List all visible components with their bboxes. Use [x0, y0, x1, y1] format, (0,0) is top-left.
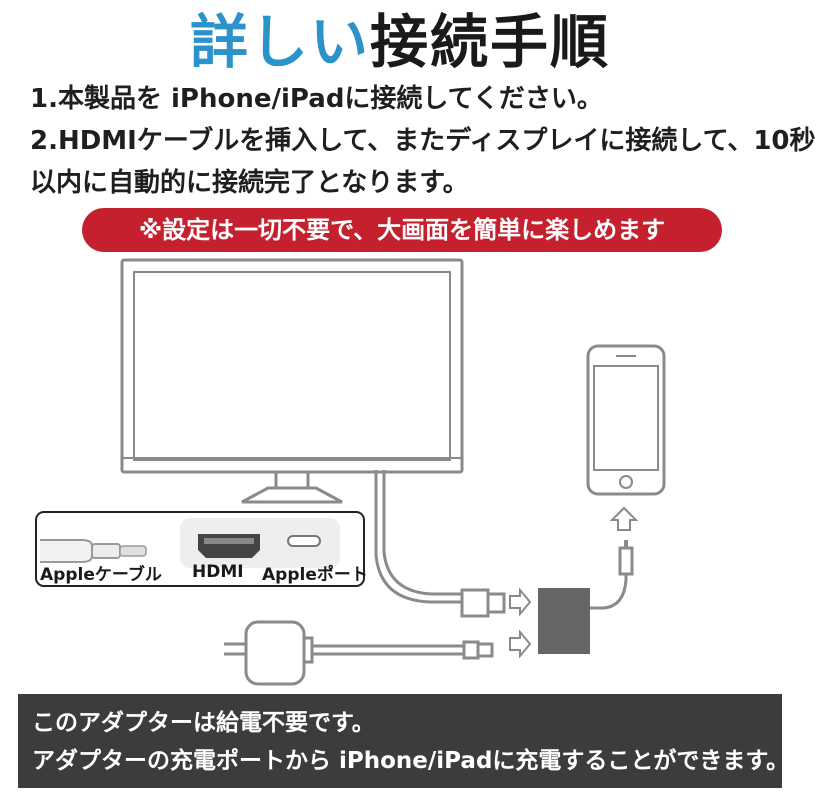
lightning-port-icon — [287, 535, 321, 547]
power-adapter-icon — [224, 620, 314, 686]
adapter-icon — [538, 588, 590, 654]
monitor-icon — [120, 258, 464, 504]
arrow-up-icon — [609, 506, 639, 531]
info-box: このアダプターは給電不要です。 アダプターの充電ポートから iPhone/iPa… — [18, 694, 790, 788]
charging-cable — [312, 640, 494, 660]
arrow-right-icon — [509, 629, 532, 659]
port-inset-box — [35, 511, 365, 587]
lightning-cable-icon — [40, 539, 147, 563]
hdmi-port-icon — [180, 518, 340, 568]
step-2-text: 2.HDMIケーブルを挿入して、またディスプレイに接続して、10秒 — [30, 126, 816, 156]
arrow-right-icon — [509, 587, 532, 617]
page-title: 詳しい接続手順 — [0, 6, 800, 78]
hdmi-cable — [374, 470, 506, 618]
apple-cable-label: Appleケーブル — [40, 565, 162, 585]
info-line-2: アダプターの充電ポートから iPhone/iPadに充電することができます。 — [32, 748, 790, 774]
step-1-text: 1.本製品を iPhone/iPadに接続してください。 — [30, 84, 603, 114]
smartphone-icon — [586, 344, 666, 496]
info-line-1: このアダプターは給電不要です。 — [32, 710, 375, 736]
note-banner: ※設定は一切不要で、大画面を簡単に楽しめます — [82, 208, 722, 252]
lightning-cable-icon — [590, 540, 634, 610]
connection-diagram — [35, 258, 666, 686]
hdmi-label: HDMI — [192, 562, 244, 582]
apple-port-label: Appleポート — [262, 565, 368, 585]
title-main: 接続手順 — [370, 8, 611, 76]
title-accent: 詳しい — [189, 8, 370, 76]
step-2-continued-text: 以内に自動的に接続完了となります。 — [30, 168, 469, 198]
